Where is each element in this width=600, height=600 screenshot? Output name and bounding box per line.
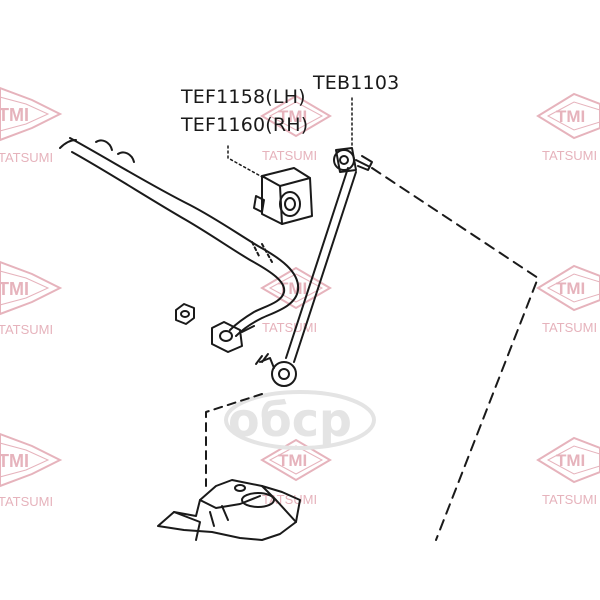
lower-arm	[157, 479, 301, 541]
center-logo-text: oбcp	[228, 393, 352, 447]
watermark-logo-text: TMI	[278, 279, 307, 298]
watermark-brand-text: TATSUMI	[542, 492, 597, 507]
watermark-logo-text: TMI	[278, 107, 307, 126]
watermark-brand-text: TATSUMI	[542, 320, 597, 335]
watermark-logo-text: TMI	[278, 451, 307, 470]
watermark-brand-text: TATSUMI	[262, 148, 317, 163]
bar-end-plate	[211, 321, 255, 353]
watermark-brand-text: TATSUMI	[542, 148, 597, 163]
center-watermark-logo: oбcp	[224, 390, 376, 450]
watermark-logo: TMI TATSUMI	[260, 94, 332, 163]
nut	[175, 303, 195, 325]
watermark-brand-text: TATSUMI	[0, 322, 53, 337]
watermark-logo-text: TMI	[556, 279, 585, 298]
bushing-bracket	[253, 167, 313, 225]
bushing-leader-line	[227, 145, 265, 179]
watermark-brand-text: TATSUMI	[262, 492, 317, 507]
stabilizer-bar	[59, 137, 300, 337]
watermark-logo-text: TMI	[0, 451, 29, 471]
watermark-logo-text: TMI	[0, 105, 29, 125]
part-label-bushing-lh: TEF1158(LH)	[181, 86, 306, 108]
watermark-brand-text: TATSUMI	[0, 494, 53, 509]
watermark-brand-text: TATSUMI	[0, 150, 53, 165]
watermark-logo: TMI TATSUMI	[536, 436, 600, 507]
part-label-link: TEB1103	[313, 72, 400, 94]
parts-line-art	[59, 97, 539, 541]
watermark-logo-text: TMI	[0, 279, 29, 299]
watermark-logo-text: TMI	[556, 107, 585, 126]
watermark-brand-text: TATSUMI	[262, 320, 317, 335]
watermark-logo: TMI TATSUMI	[0, 86, 63, 165]
watermark-logo: TMI TATSUMI	[0, 260, 63, 337]
connection-dashed-line	[371, 167, 539, 541]
part-label-bushing-rh: TEF1160(RH)	[181, 114, 309, 136]
watermark-logo: TMI TATSUMI	[536, 92, 600, 163]
watermark-logo: TMI TATSUMI	[0, 432, 63, 509]
watermark-logo: TMI TATSUMI	[536, 264, 600, 335]
watermark-logo-text: TMI	[556, 451, 585, 470]
stabilizer-link	[255, 147, 373, 387]
mount-dashed-line	[205, 393, 263, 487]
